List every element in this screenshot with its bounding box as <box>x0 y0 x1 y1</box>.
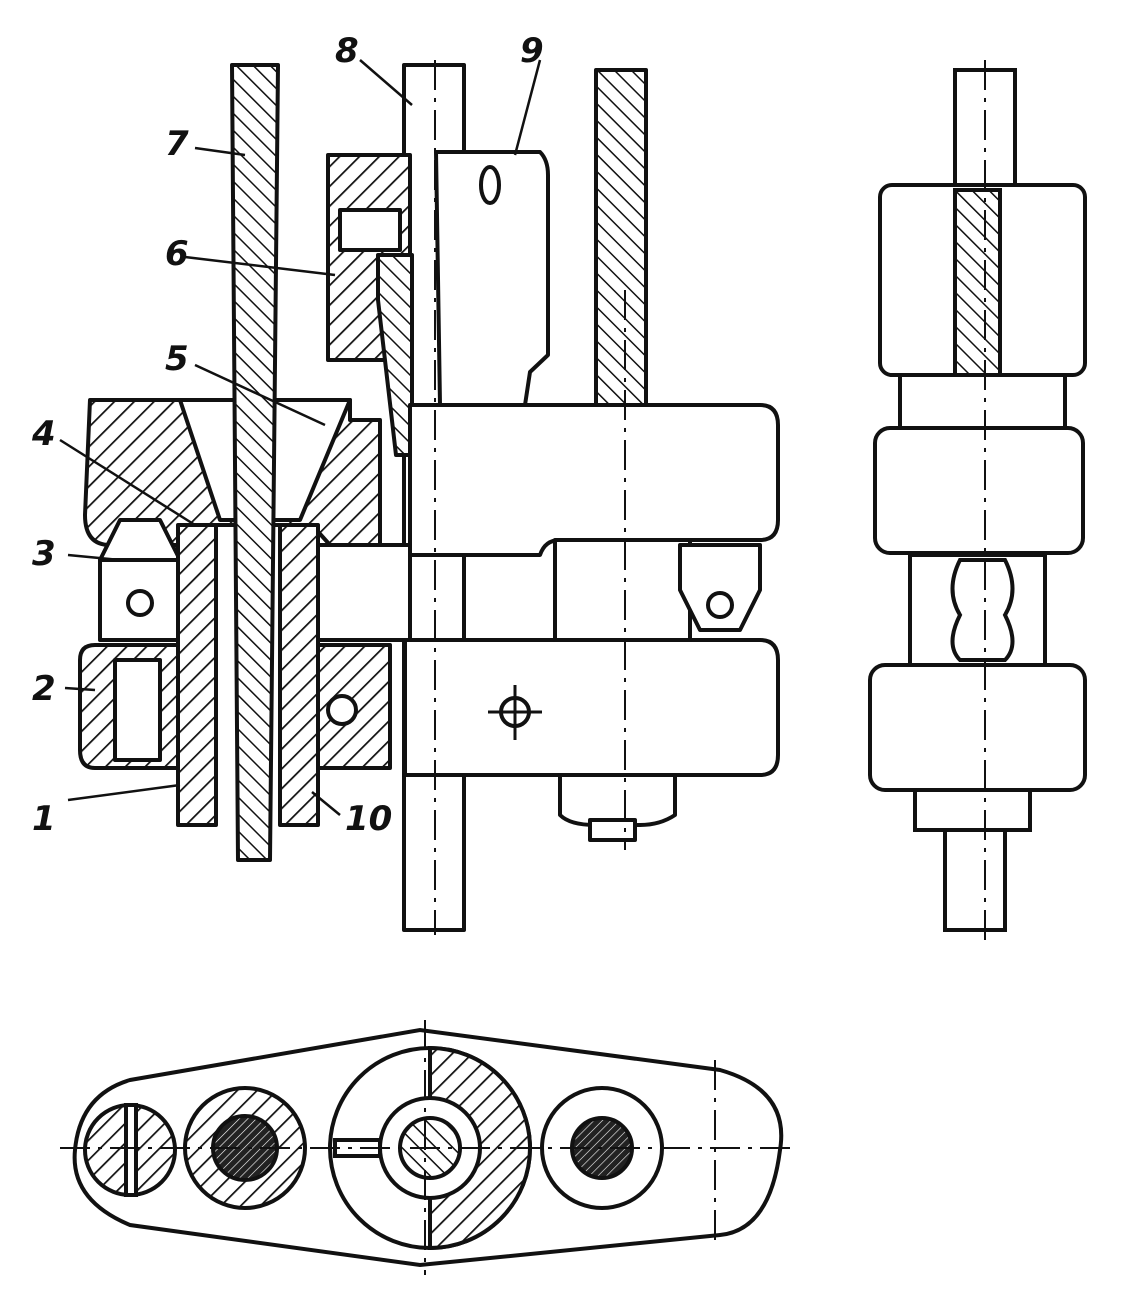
callout-1: 1 <box>32 799 56 839</box>
callout-4: 4 <box>31 414 56 454</box>
right-rod <box>594 68 648 407</box>
callout-8: 8 <box>335 31 359 71</box>
callout-3: 3 <box>32 534 56 574</box>
callout-5: 5 <box>165 339 189 379</box>
sleeve-slot <box>479 165 501 205</box>
front-view <box>78 60 780 935</box>
callout-9: 9 <box>520 31 544 71</box>
leaders <box>59 59 542 816</box>
cable-7 <box>230 63 280 862</box>
lever-lower <box>403 638 780 777</box>
callout-2: 2 <box>32 669 56 709</box>
callout-7: 7 <box>165 124 189 164</box>
sleeve-9 <box>434 150 550 407</box>
callout-10: 10 <box>345 799 392 839</box>
lever-upper <box>408 403 780 557</box>
plan-view <box>60 1020 790 1275</box>
tube-1 <box>176 523 218 827</box>
callout-labels: 1 2 3 4 5 6 7 8 9 10 <box>31 31 544 839</box>
callout-6: 6 <box>165 234 189 274</box>
side-view <box>868 60 1087 940</box>
tube-10 <box>278 523 320 827</box>
